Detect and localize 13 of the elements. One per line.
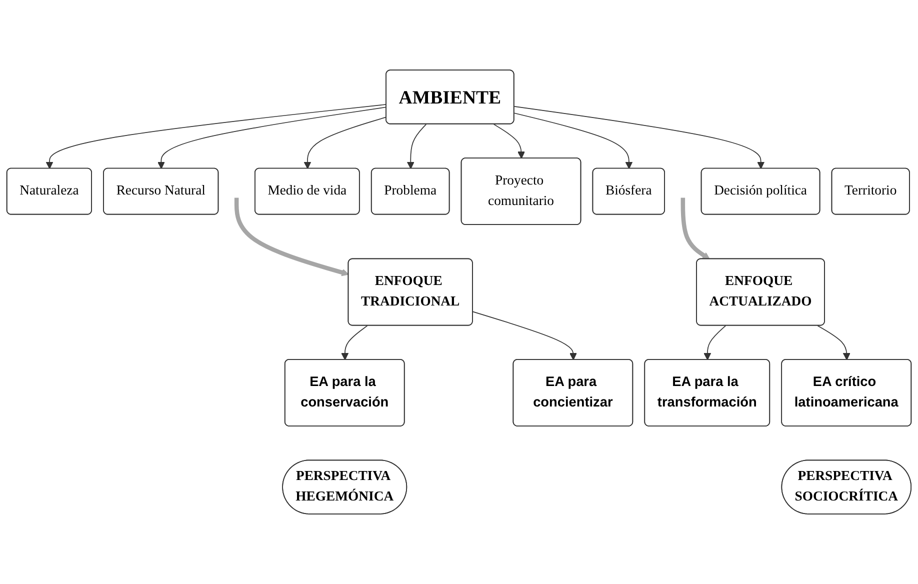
arrow xyxy=(341,325,368,360)
arrow xyxy=(234,198,349,276)
arrow xyxy=(493,124,526,159)
arrow xyxy=(514,112,633,169)
arrow xyxy=(406,124,427,169)
arrow xyxy=(472,311,577,360)
arrow xyxy=(817,325,850,360)
arrow xyxy=(680,198,710,260)
arrow xyxy=(304,116,387,169)
arrow xyxy=(704,325,726,360)
arrow xyxy=(46,104,387,169)
arrow xyxy=(514,106,765,169)
arrow xyxy=(157,106,387,169)
